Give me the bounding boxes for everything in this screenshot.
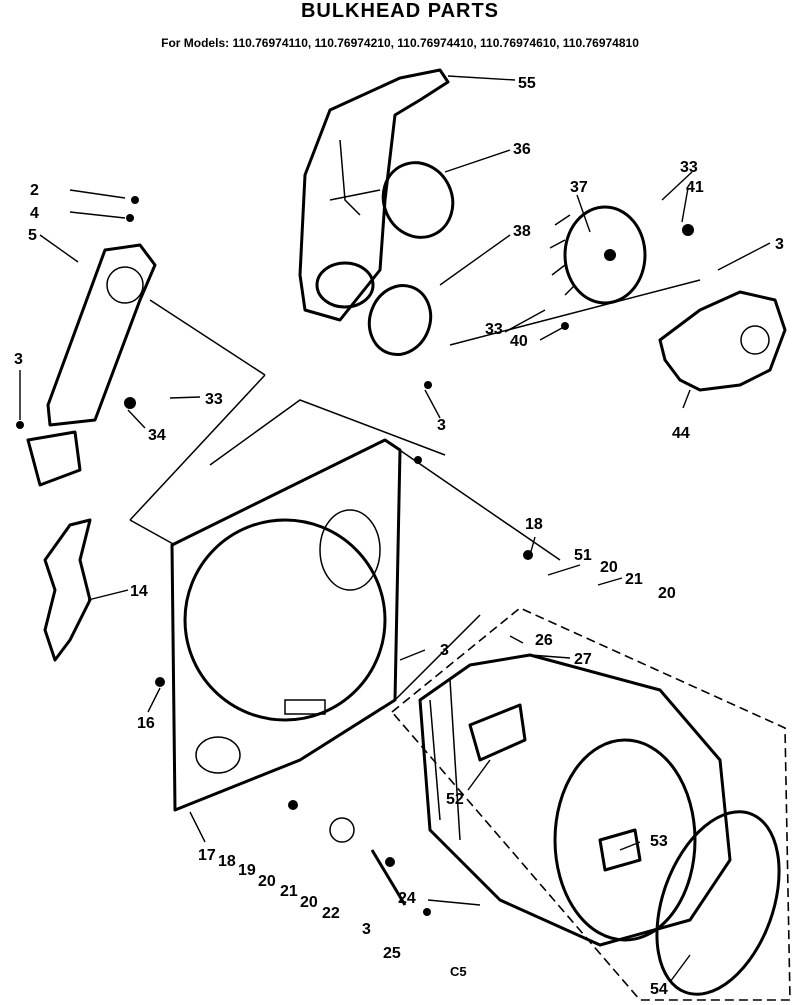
callout-16: 16 <box>137 715 155 732</box>
callout-55: 55 <box>518 75 536 92</box>
wire-harness-part <box>43 518 92 662</box>
callout-19: 19 <box>238 862 256 879</box>
seal-38-part <box>367 284 433 356</box>
footer-code: C5 <box>450 964 467 979</box>
blower-wheel-part <box>549 205 647 305</box>
callout-27: 27 <box>574 651 592 668</box>
callout-36: 36 <box>513 141 531 158</box>
callout-54: 54 <box>650 981 668 998</box>
callout-3: 3 <box>362 921 371 938</box>
callout-22: 22 <box>322 905 340 922</box>
assembly-boundary <box>391 607 791 1001</box>
callout-53: 53 <box>650 833 668 850</box>
callout-44: 44 <box>672 425 690 442</box>
reference-lines <box>129 279 701 701</box>
callout-51: 51 <box>574 547 592 564</box>
upper-duct-part <box>298 68 450 322</box>
callout-20: 20 <box>300 894 318 911</box>
callout-18: 18 <box>218 853 236 870</box>
callout-18: 18 <box>525 516 543 533</box>
callout-20: 20 <box>658 585 676 602</box>
callout-4: 4 <box>30 205 39 222</box>
hardware-parts <box>16 196 694 916</box>
callout-3: 3 <box>775 236 784 253</box>
callout-2: 2 <box>30 182 39 199</box>
support-arm-part <box>26 243 157 487</box>
callout-24: 24 <box>398 890 416 907</box>
callout-33: 33 <box>205 391 223 408</box>
callout-21: 21 <box>625 571 643 588</box>
callout-38: 38 <box>513 223 531 240</box>
callout-20: 20 <box>258 873 276 890</box>
callout-37: 37 <box>570 179 588 196</box>
callout-14: 14 <box>130 583 148 600</box>
diagram-title: BULKHEAD PARTS <box>300 0 500 22</box>
callout-3: 3 <box>437 417 446 434</box>
callout-41: 41 <box>686 179 704 196</box>
callout-3: 3 <box>440 642 449 659</box>
callout-3: 3 <box>14 351 23 368</box>
callout-5: 5 <box>28 227 37 244</box>
blower-housing-part <box>658 290 787 392</box>
leader-lines <box>19 75 771 983</box>
seal-36-part <box>381 161 455 239</box>
callout-26: 26 <box>535 632 553 649</box>
drum-seal-part <box>655 810 781 996</box>
models-line: For Models: 110.76974110, 110.76974210, … <box>161 36 639 50</box>
callout-34: 34 <box>148 427 166 444</box>
bulkhead-panel-part <box>170 438 402 812</box>
callout-21: 21 <box>280 883 298 900</box>
callout-52: 52 <box>446 791 464 808</box>
callout-25: 25 <box>383 945 401 962</box>
callout-20: 20 <box>600 559 618 576</box>
callout-40: 40 <box>510 333 528 350</box>
callout-17: 17 <box>198 847 216 864</box>
callout-33: 33 <box>680 159 698 176</box>
callout-33: 33 <box>485 321 503 338</box>
drum-part <box>418 653 732 947</box>
